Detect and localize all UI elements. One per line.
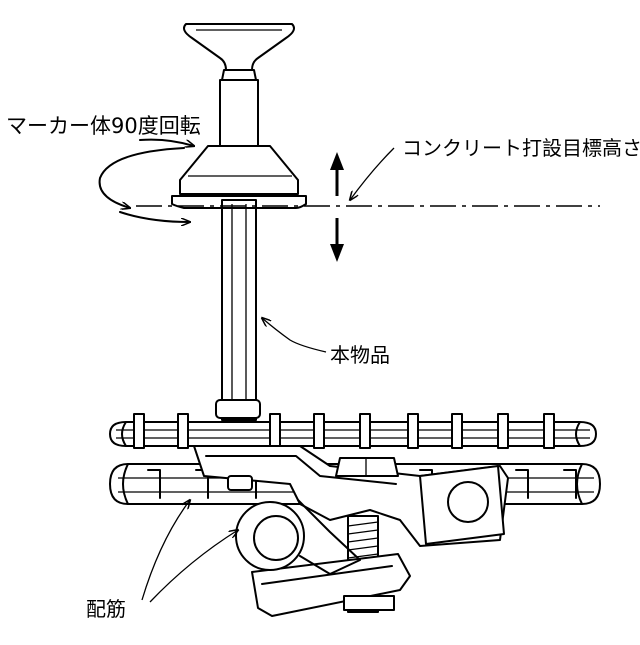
rebar-leader-1 bbox=[142, 500, 190, 600]
updown-arrow bbox=[330, 152, 344, 262]
upper-rebar bbox=[110, 414, 596, 448]
label-product: 本物品 bbox=[330, 343, 390, 367]
rebar-leader-2 bbox=[150, 530, 238, 602]
label-rebar: 配筋 bbox=[86, 597, 126, 621]
product-pole bbox=[184, 24, 294, 420]
label-rotation: マーカー体90度回転 bbox=[6, 114, 201, 138]
label-target-height: コンクリート打設目標高さ bbox=[402, 136, 640, 160]
marker-body bbox=[172, 146, 306, 208]
target-leader bbox=[350, 148, 394, 200]
clamp-assembly bbox=[194, 446, 508, 616]
product-leader bbox=[262, 318, 326, 352]
